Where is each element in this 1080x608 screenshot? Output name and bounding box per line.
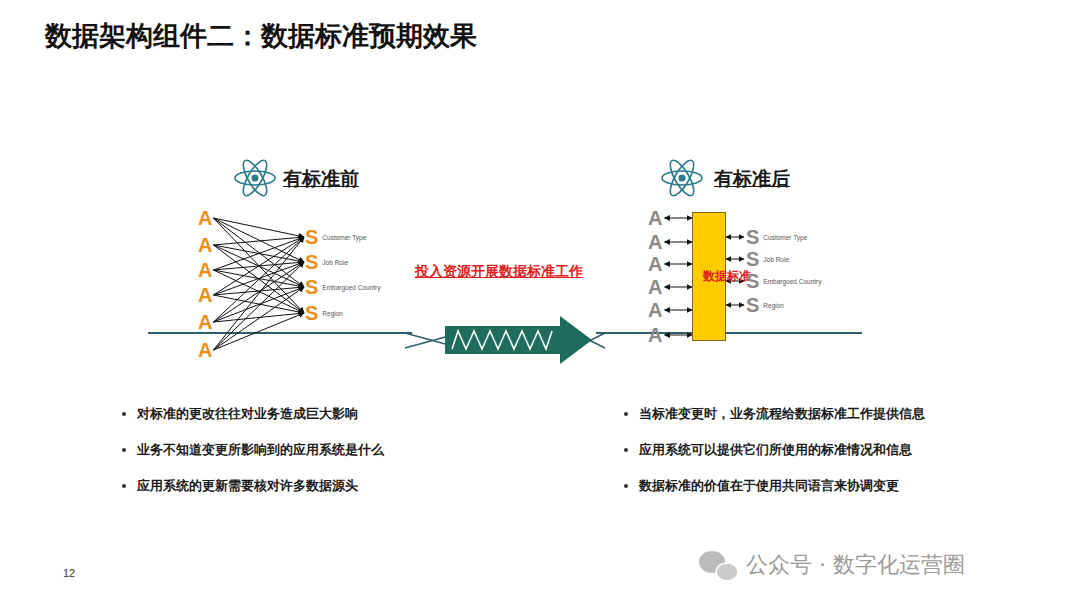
letter: A [648, 253, 662, 275]
connector [726, 237, 744, 238]
zigzag [452, 331, 552, 349]
connector [213, 237, 304, 245]
atom-icon [235, 157, 275, 199]
connector [213, 262, 304, 350]
bullet-text: 当标准变更时，业务流程给数据标准工作提供信息 [639, 405, 925, 423]
application-node: A [648, 299, 662, 321]
connector [213, 237, 304, 322]
source-node: S Embargoed Country [746, 270, 822, 292]
field-label: Embargoed Country [763, 278, 821, 285]
bullet-text: 数据标准的价值在于使用共同语言来协调变更 [639, 477, 899, 495]
watermark: 公众号 · 数字化运营圈 [746, 550, 965, 580]
connector [213, 237, 304, 350]
process-arrow [445, 316, 592, 364]
base-line [148, 332, 412, 334]
application-node: A [198, 284, 212, 306]
letter: A [198, 311, 212, 333]
field-label: Customer Type [322, 234, 366, 241]
letter: A [648, 207, 662, 229]
application-node: A [198, 311, 212, 333]
connector [664, 335, 692, 336]
letter: A [648, 231, 662, 253]
letter: A [648, 324, 662, 346]
bullet-text: 对标准的更改往往对业务造成巨大影响 [137, 405, 358, 423]
application-node: A [198, 259, 212, 281]
source-node: S Region [305, 302, 343, 324]
source-node: S Job Role [305, 251, 348, 273]
atom-core [679, 175, 686, 182]
field-label: Region [763, 302, 784, 309]
connector [726, 281, 744, 282]
letter: S [305, 302, 318, 324]
heading: 有标准前 [283, 166, 359, 192]
application-node: A [648, 253, 662, 275]
connector [213, 218, 304, 237]
letter: A [648, 299, 662, 321]
bullet-text: 业务不知道变更所影响到的应用系统是什么 [137, 441, 384, 459]
letter: A [198, 259, 212, 281]
connector [664, 287, 692, 288]
bullet-text: 应用系统的更新需要核对许多数据源头 [137, 477, 358, 495]
heading: 有标准后 [714, 166, 790, 192]
source-node: S Region [746, 294, 784, 316]
standard-box: 数据标准 [692, 212, 726, 341]
wechat-icon [699, 551, 738, 581]
letter: S [305, 276, 318, 298]
application-node: A [648, 207, 662, 229]
bullet-dots [122, 412, 628, 488]
connector [726, 305, 744, 306]
letter: S [305, 251, 318, 273]
bullet-text: 应用系统可以提供它们所使用的标准情况和信息 [639, 441, 912, 459]
atom-icon [662, 157, 702, 199]
connector [213, 237, 304, 295]
application-node: A [648, 231, 662, 253]
application-node: A [198, 234, 212, 256]
letter: A [198, 234, 212, 256]
letter: S [305, 226, 318, 248]
field-label: Embargoed Country [322, 284, 380, 291]
connector [664, 218, 692, 219]
field-label: Job Role [763, 256, 789, 263]
connector [213, 287, 304, 350]
letter: A [198, 207, 212, 229]
letter: S [746, 294, 759, 316]
connector [213, 287, 304, 322]
letter: A [198, 339, 212, 361]
letter: S [746, 226, 759, 248]
letter: A [648, 276, 662, 298]
base-line [596, 332, 862, 334]
application-node: A [648, 276, 662, 298]
connector [664, 242, 692, 243]
connector [726, 259, 744, 260]
connector [213, 218, 304, 313]
application-node: A [648, 324, 662, 346]
source-node: S Embargoed Country [305, 276, 381, 298]
letter: A [198, 284, 212, 306]
letter: S [746, 270, 759, 292]
source-node: S Customer Type [305, 226, 366, 248]
source-node: S Customer Type [746, 226, 807, 248]
connector [213, 262, 304, 295]
application-node: A [198, 207, 212, 229]
page-title: 数据架构组件二：数据标准预期效果 [45, 18, 477, 54]
connector [213, 313, 304, 322]
field-label: Customer Type [763, 234, 807, 241]
letter: S [746, 248, 759, 270]
action-text: 投入资源开展数据标准工作 [415, 263, 583, 281]
connector [664, 310, 692, 311]
connector [213, 313, 304, 350]
application-node: A [198, 339, 212, 361]
page-number: 12 [63, 567, 75, 579]
connector [213, 262, 304, 322]
field-label: Job Role [322, 259, 348, 266]
atom-core [252, 175, 259, 182]
connector [664, 264, 692, 265]
source-node: S Job Role [746, 248, 789, 270]
field-label: Region [322, 310, 343, 317]
vertical-text: 数据标准 [703, 267, 715, 286]
